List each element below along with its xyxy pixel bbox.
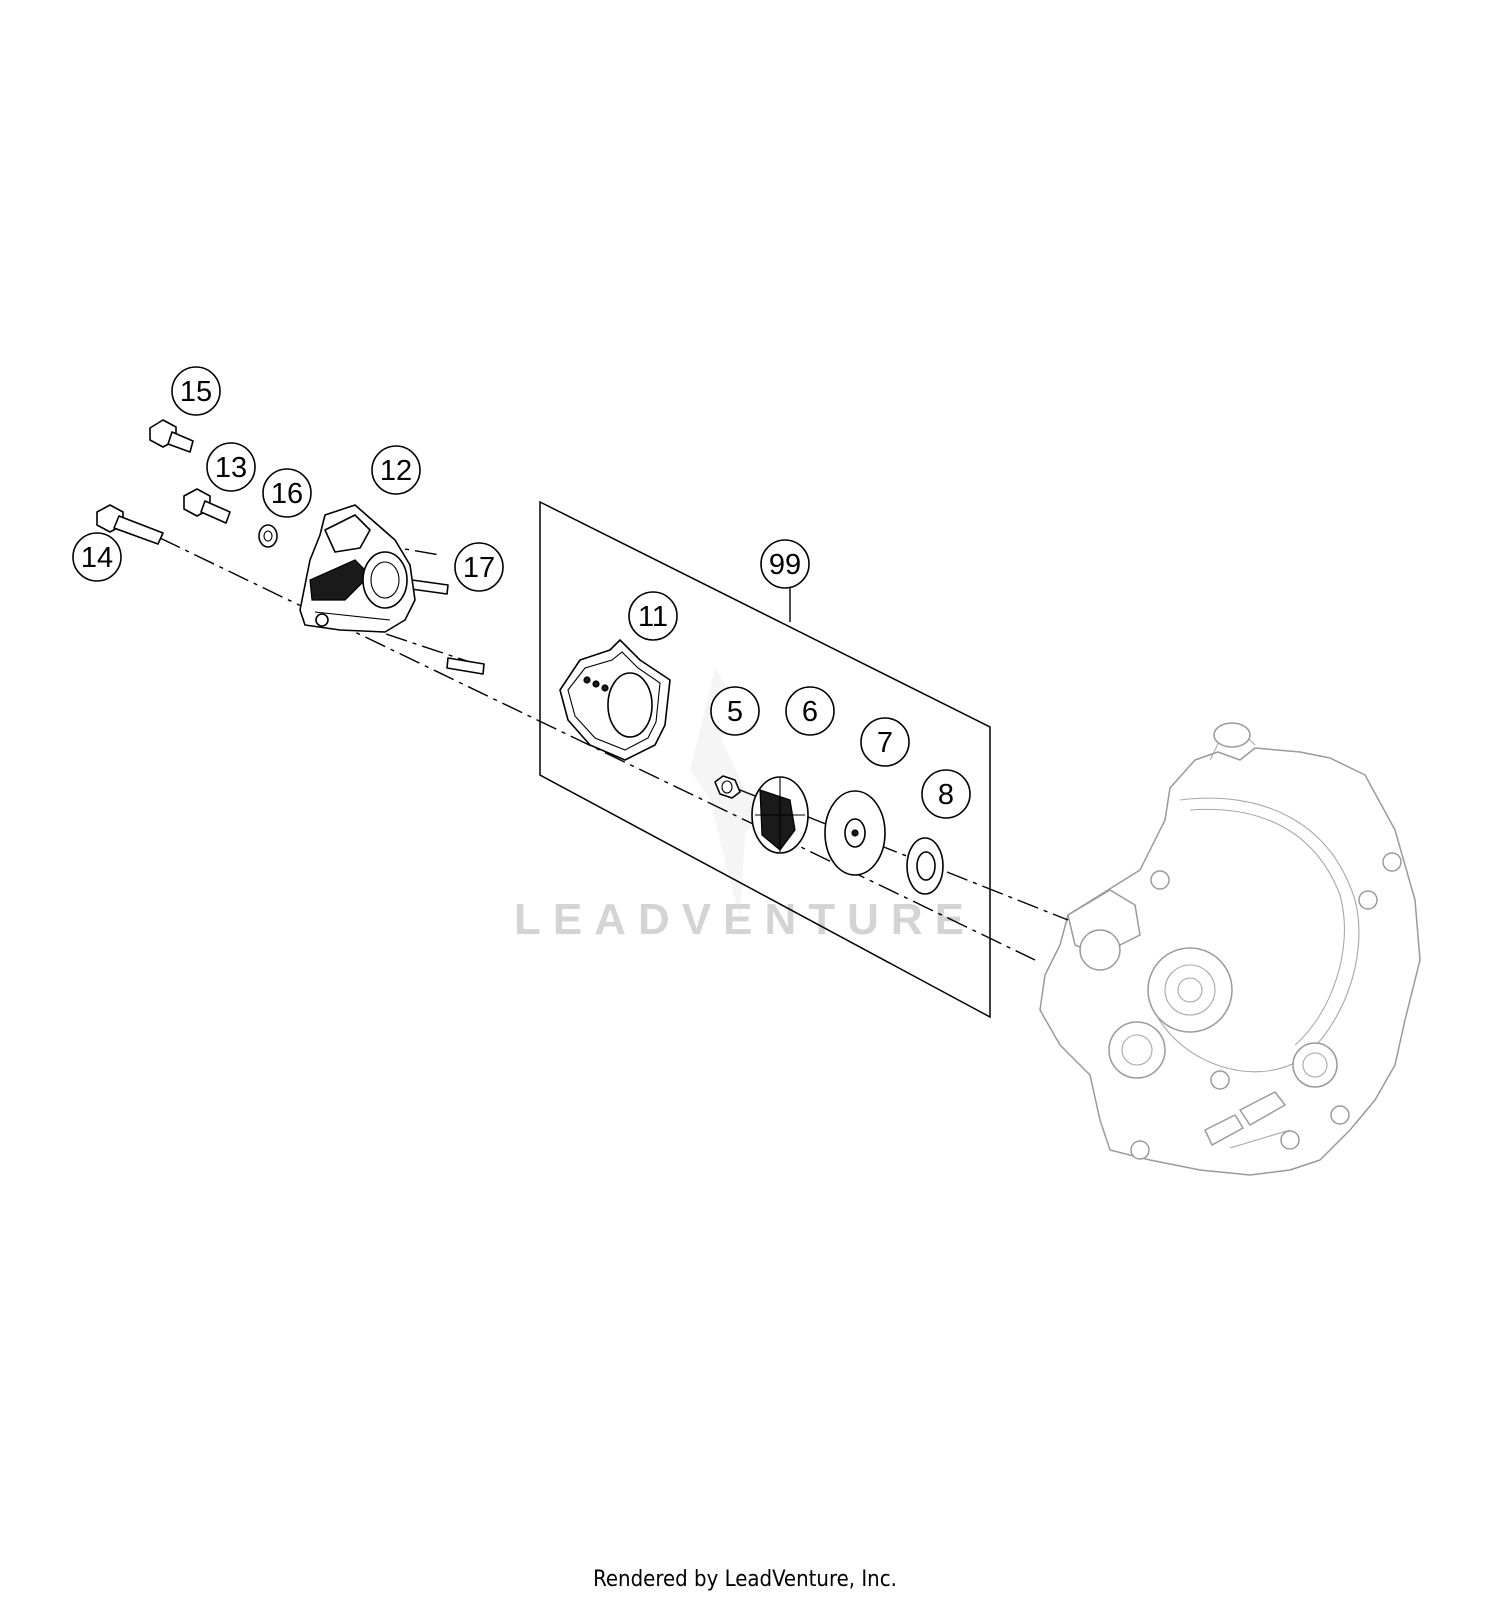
callout-5: 5 [710, 686, 760, 736]
callout-7: 7 [860, 717, 910, 767]
callout-6: 6 [785, 686, 835, 736]
kit-outline [539, 500, 991, 1019]
svg-text:11: 11 [638, 601, 668, 633]
callout-16: 16 [262, 468, 312, 518]
part-17-dowel-pin-upper[interactable] [410, 579, 449, 595]
svg-text:12: 12 [380, 455, 412, 487]
callout-15: 15 [171, 366, 221, 416]
callout-8: 8 [921, 769, 971, 819]
svg-text:7: 7 [877, 727, 893, 759]
watermark-text: LEADVENTURE [514, 895, 976, 944]
part-15-bolt[interactable] [149, 419, 194, 453]
callout-12: 12 [371, 445, 421, 495]
svg-text:8: 8 [938, 779, 954, 811]
part-7-disc[interactable] [824, 790, 886, 876]
part-12-water-pump-cover[interactable] [299, 504, 416, 633]
part-11-gasket[interactable] [559, 639, 671, 761]
callout-17: 17 [454, 542, 504, 592]
svg-text:15: 15 [180, 376, 212, 408]
part-5-nut[interactable] [714, 775, 741, 799]
svg-text:14: 14 [81, 542, 113, 574]
clutch-cover[interactable] [1039, 722, 1421, 1176]
part-16-washer[interactable] [258, 524, 278, 548]
svg-text:17: 17 [463, 552, 495, 584]
svg-text:13: 13 [215, 452, 247, 484]
part-6-impeller[interactable] [751, 776, 809, 854]
callout-14: 14 [72, 532, 122, 582]
callout-13: 13 [206, 442, 256, 492]
svg-text:99: 99 [769, 549, 801, 581]
svg-text:6: 6 [802, 696, 818, 728]
part-14-long-bolt[interactable] [96, 504, 164, 545]
part-13-bolt[interactable] [183, 488, 231, 524]
callout-99: 99 [760, 539, 810, 589]
part-8-seal[interactable] [906, 837, 944, 895]
svg-text:16: 16 [271, 478, 303, 510]
part-17-dowel-pin-lower[interactable] [446, 657, 485, 675]
footer-credit: Rendered by LeadVenture, Inc. [593, 1567, 897, 1592]
svg-text:5: 5 [727, 696, 743, 728]
callout-11: 11 [628, 591, 678, 641]
